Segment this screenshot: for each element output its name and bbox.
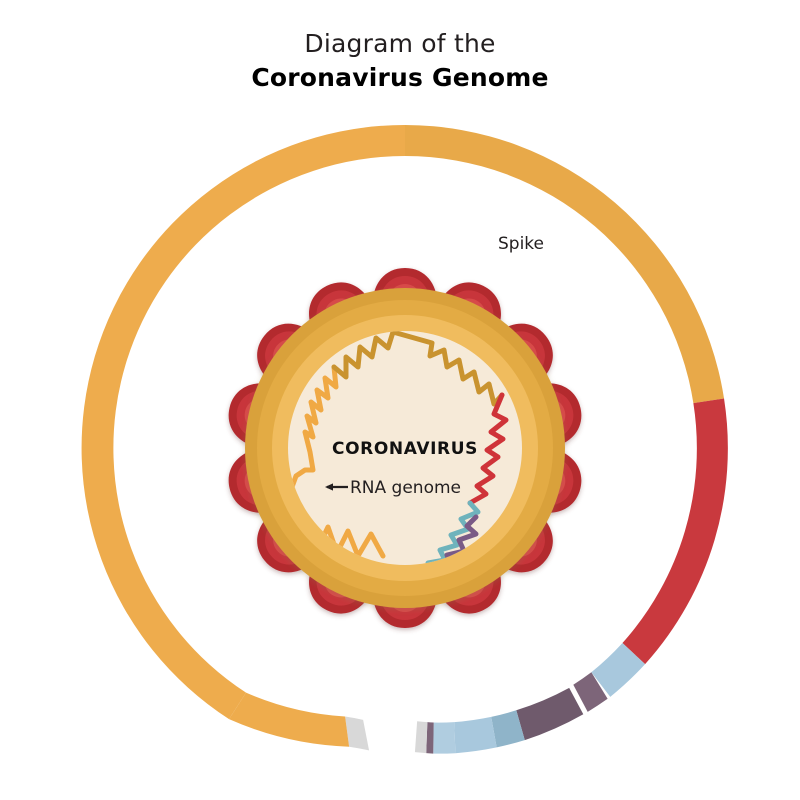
rna-genome-label: RNA genome [350, 478, 461, 498]
page-title: Diagram of the Coronavirus Genome [0, 28, 800, 94]
ring-segment-orf3a [591, 643, 646, 697]
rna-segment-gold [331, 331, 505, 407]
ring-segment-utr-gray-left [345, 716, 370, 751]
rna-leader-arrow [325, 483, 333, 491]
ring-segment-nucleocapsid-gene [433, 722, 456, 754]
ring-segment-utr-purple [426, 722, 434, 754]
capsid-interior [288, 331, 522, 565]
ring-segment-spike-gene [622, 398, 728, 665]
title-line-1: Diagram of the [304, 29, 496, 58]
ring-segment-orf1a [81, 124, 406, 720]
rna-segment-red [467, 392, 509, 506]
spike-label: Spike [498, 234, 544, 254]
ring-segment-orf1b [405, 125, 725, 404]
ring-segment-membrane-gene [516, 687, 584, 741]
ring-segment-orf6-7 [491, 710, 525, 748]
labels-group: Spike CORONAVIRUS RNA genome [325, 234, 544, 498]
ring-segment-envelope-gene [573, 672, 608, 712]
genome-ring [81, 124, 728, 754]
ring-segment-orf1a-tail [229, 692, 350, 747]
title-line-2: Coronavirus Genome [251, 63, 549, 93]
coronavirus-label: CORONAVIRUS [332, 439, 478, 459]
ring-segment-orf8 [454, 716, 497, 754]
ring-segment-utr-gray-right [414, 721, 428, 754]
rna-segment-teal [425, 500, 481, 565]
